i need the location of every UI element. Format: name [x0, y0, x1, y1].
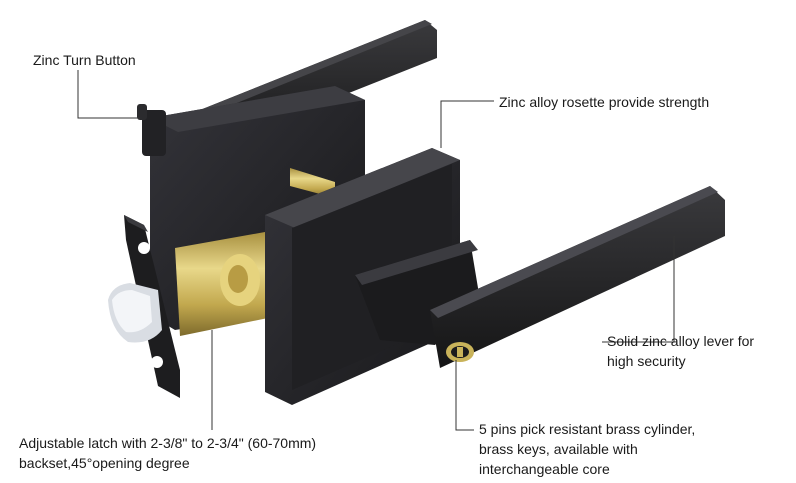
- rosette-text: Zinc alloy rosette provide strength: [499, 94, 710, 110]
- leader-turn-button: [77, 70, 140, 119]
- latch-housing: [175, 232, 268, 336]
- leader-rosette: [440, 100, 494, 148]
- turn-button-label: Zinc Turn Button: [33, 50, 136, 70]
- cylinder-text-line-1: 5 pins pick resistant brass cylinder,: [479, 421, 696, 437]
- latch-text-line-1: Adjustable latch with 2-3/8" to 2-3/4" (…: [19, 435, 317, 451]
- key-cylinder: [446, 342, 474, 362]
- cylinder-text-line-2: brass keys, available with: [479, 441, 638, 457]
- lever-label: Solid zinc alloy lever for high security: [607, 331, 754, 371]
- leader-lines: [77, 70, 675, 431]
- leader-cylinder: [455, 360, 474, 431]
- turn-button-text: Zinc Turn Button: [33, 52, 136, 68]
- cylinder-text-line-3: interchangeable core: [479, 461, 610, 477]
- latch-text-line-2: backset,45°opening degree: [19, 455, 190, 471]
- lever-text-line-2: high security: [607, 353, 686, 369]
- rosette-label: Zinc alloy rosette provide strength: [499, 92, 709, 112]
- spindle: [290, 168, 335, 198]
- turn-button: [137, 104, 166, 156]
- front-lever: [430, 186, 725, 368]
- latch-label: Adjustable latch with 2-3/8" to 2-3/4" (…: [19, 433, 316, 473]
- cylinder-label: 5 pins pick resistant brass cylinder, br…: [479, 419, 695, 479]
- latch-bolt: [108, 283, 162, 343]
- lever-text-line-1: Solid zinc alloy lever for: [607, 333, 755, 349]
- leader-lever: [602, 236, 675, 343]
